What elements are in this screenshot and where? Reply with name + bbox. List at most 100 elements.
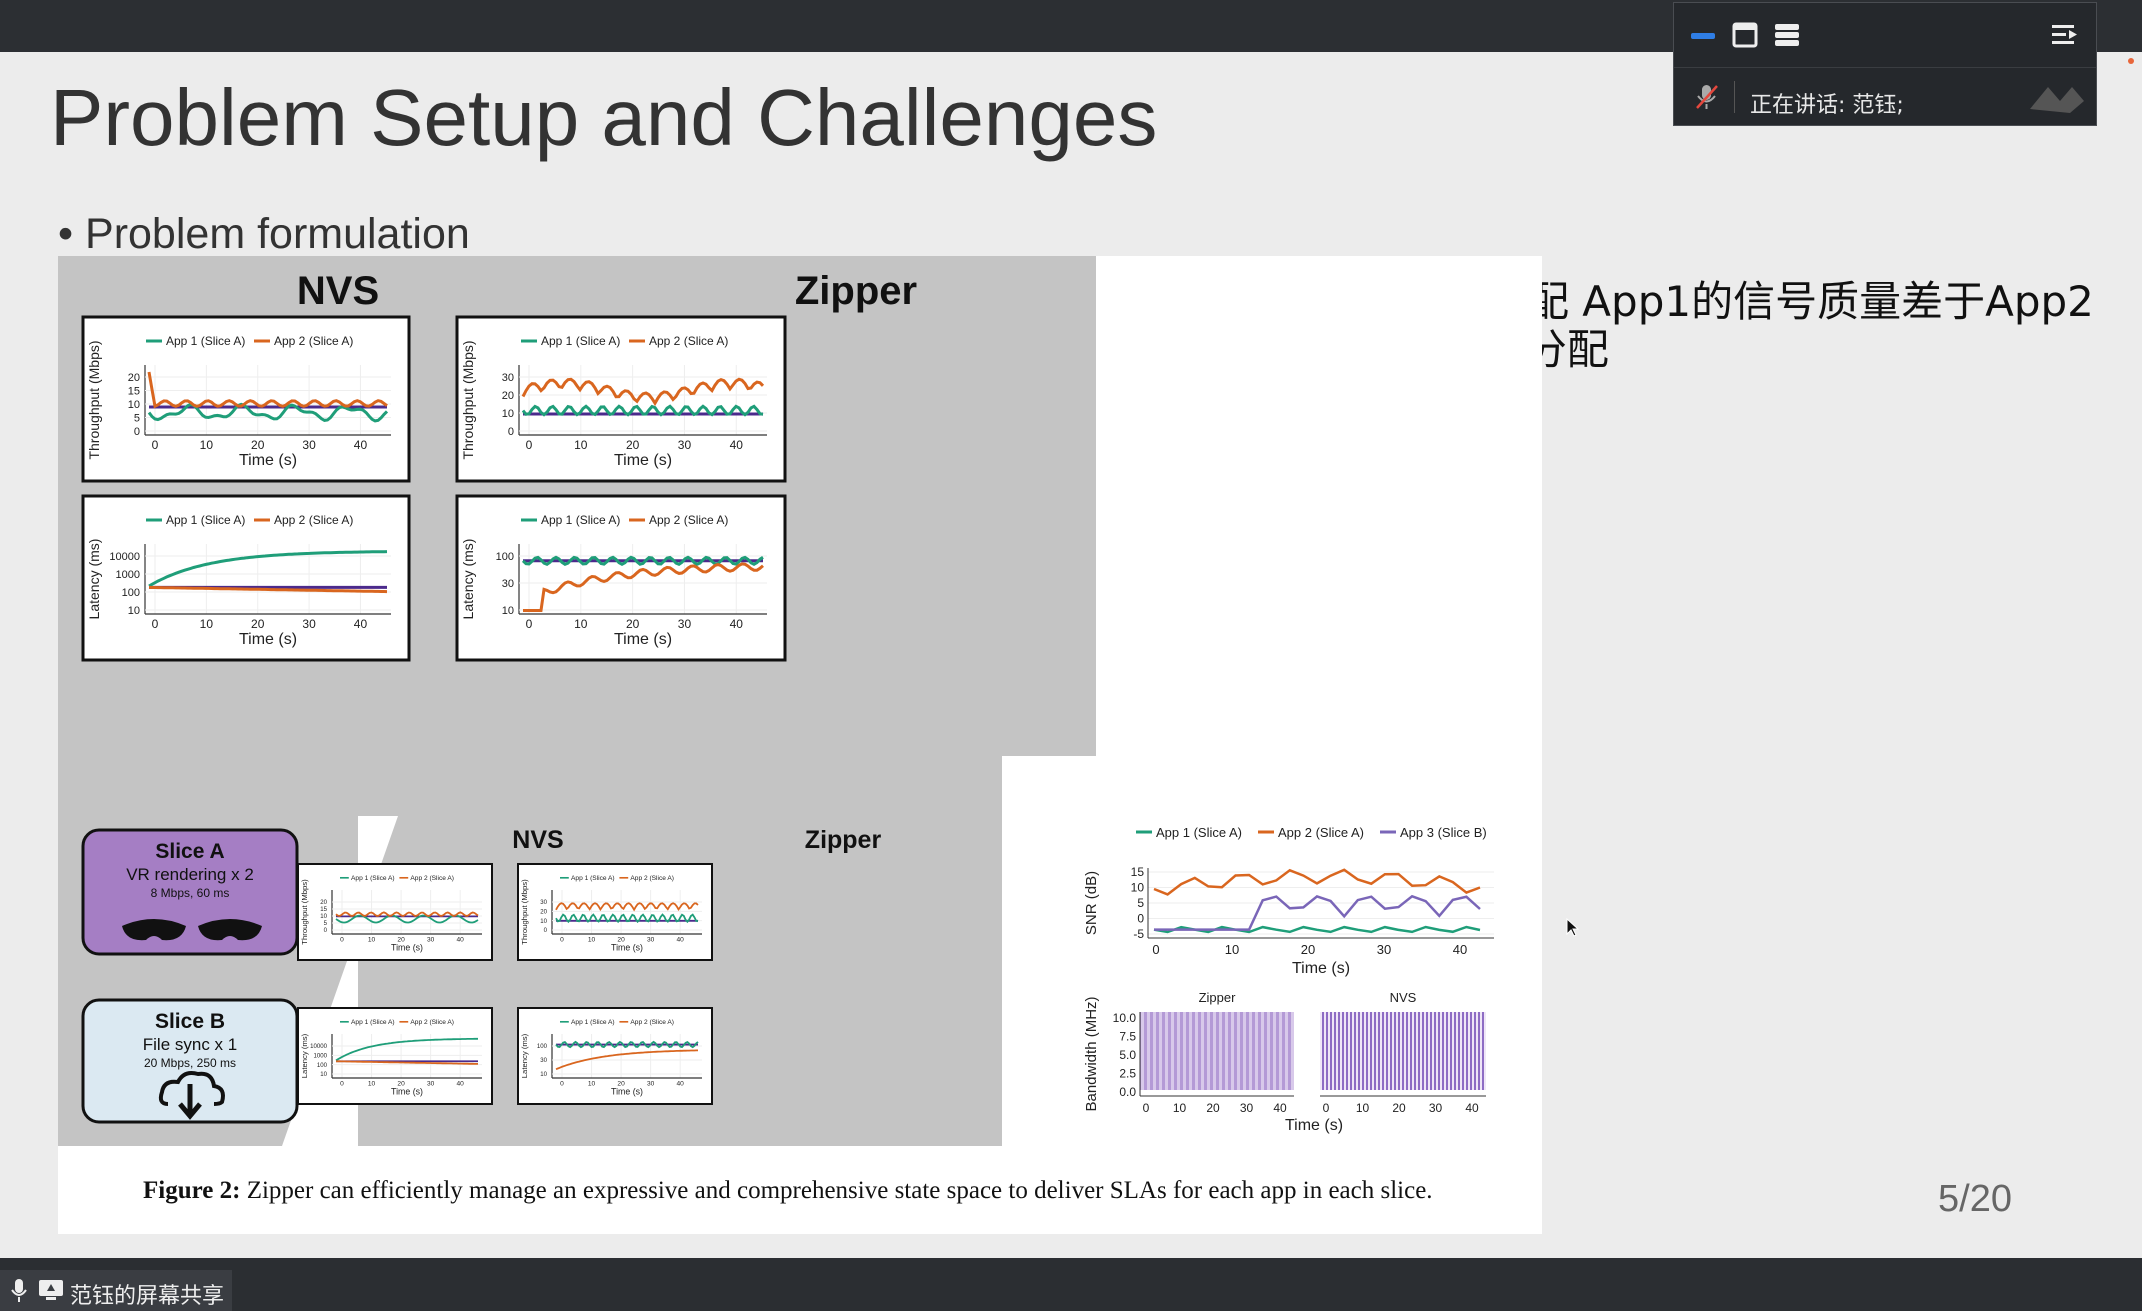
slice-b-title: Slice B — [155, 1010, 225, 1033]
x-tick-label: 30 — [678, 617, 692, 631]
legend-app2: App 2 (Slice A) — [410, 1019, 454, 1026]
bw-y-label: Bandwidth (MHz) — [1083, 996, 1100, 1111]
y-tick-label: 30 — [540, 900, 547, 906]
x-tick-label: 40 — [354, 438, 368, 452]
x-tick-label: 30 — [647, 937, 655, 944]
y-tick-label: 20 — [502, 390, 514, 402]
series-app1 — [521, 404, 764, 417]
y-tick-label: 15 — [128, 386, 140, 398]
slice-b-line1: File sync x 1 — [143, 1035, 237, 1054]
series-app1 — [555, 1040, 699, 1049]
speaker-row: 正在讲话: 范钰; — [1674, 67, 2096, 127]
bw-nvs-x-tick: 10 — [1356, 1101, 1370, 1115]
y-tick-label: 10000 — [310, 1044, 327, 1050]
layout-list-icon[interactable] — [1772, 21, 1802, 49]
legend-app2: App 2 (Slice A) — [274, 334, 353, 348]
legend-app1: App 1 (Slice A) — [571, 875, 615, 882]
y-axis-label: Throughput (Mbps) — [300, 879, 309, 945]
snr-app1 — [1153, 925, 1481, 934]
legend: App 1 (Slice A)App 2 (Slice A) — [340, 875, 454, 882]
snr-x-label: Time (s) — [1292, 960, 1350, 977]
x-tick-label: 40 — [457, 937, 465, 944]
y-tick-label: 0 — [508, 426, 514, 438]
y-axis-label: Throughput (Mbps) — [520, 879, 529, 945]
legend-app1: App 1 (Slice A) — [351, 1019, 395, 1026]
x-axis-label: Time (s) — [614, 452, 672, 469]
x-tick-label: 20 — [617, 937, 625, 944]
big-nvs-title: NVS — [297, 269, 379, 313]
series-app2 — [336, 1060, 478, 1065]
x-tick-label: 10 — [574, 617, 588, 631]
y-tick-label: 0 — [134, 426, 140, 438]
x-tick-label: 20 — [397, 937, 405, 944]
x-tick-label: 30 — [302, 617, 316, 631]
series-app2 — [148, 585, 388, 594]
x-tick-label: 0 — [560, 937, 564, 944]
muted-mic-icon[interactable] — [1694, 83, 1720, 116]
bw-zipper-strip — [1140, 1012, 1294, 1090]
legend-app2: App 2 (Slice A) — [410, 875, 454, 882]
y-tick-label: 20 — [540, 910, 547, 916]
panel-frame — [517, 1007, 713, 1105]
y-tick-label: 100 — [496, 551, 514, 563]
y-tick-label: 20 — [128, 372, 140, 384]
panel-frame — [81, 494, 411, 662]
expand-menu-icon[interactable] — [2050, 21, 2080, 49]
series-app1 — [148, 550, 388, 588]
y-tick-label: 100 — [317, 1063, 328, 1069]
bw-zipper-title: Zipper — [1199, 990, 1237, 1005]
x-tick-label: 0 — [152, 438, 159, 452]
legend-entry: App 3 (Slice B) — [1400, 825, 1487, 840]
y-tick-label: 0 — [324, 928, 328, 934]
series-app2 — [335, 911, 479, 917]
mic-icon[interactable] — [10, 1278, 28, 1310]
screen-share-tab[interactable]: 范钰的屏幕共享 — [0, 1270, 232, 1311]
snr-x-tick: 0 — [1152, 942, 1159, 957]
panel-frame — [517, 863, 713, 961]
x-tick-label: 30 — [678, 438, 692, 452]
caption-bold: Figure 2: — [143, 1177, 240, 1204]
series-app2 — [555, 1049, 698, 1071]
bw-y-tick: 2.5 — [1119, 1067, 1136, 1081]
figure-2: NVS Zipper App 1 (Slice A)App 2 (Slice A… — [58, 256, 1542, 1234]
y-tick-label: 10 — [540, 919, 547, 925]
bw-y-tick: 5.0 — [1119, 1048, 1136, 1062]
y-tick-label: 15 — [320, 907, 327, 913]
minimize-icon[interactable] — [1688, 21, 1718, 49]
cloud-download-icon — [158, 1071, 225, 1120]
bw-zipper-x-tick: 20 — [1206, 1101, 1220, 1115]
bw-zipper-x-tick: 10 — [1173, 1101, 1187, 1115]
snr-y-tick: 10 — [1131, 881, 1145, 895]
bw-nvs-title: NVS — [1390, 990, 1417, 1005]
y-axis-label: Latency (ms) — [86, 539, 102, 620]
right-panel-layer: App 1 (Slice A)App 2 (Slice A)App 3 (Sli… — [1083, 825, 1494, 1134]
bottom-bar: 范钰的屏幕共享 — [0, 1258, 2142, 1311]
x-tick-label: 10 — [588, 1081, 596, 1088]
x-axis-label: Time (s) — [391, 943, 423, 953]
series-app2 — [521, 377, 765, 407]
window-mode-icon[interactable] — [1730, 21, 1760, 49]
y-tick-label: 10 — [540, 1072, 547, 1078]
bw-nvs-x-tick: 30 — [1429, 1101, 1443, 1115]
x-tick-label: 0 — [340, 937, 344, 944]
series-app2 — [555, 902, 699, 912]
x-tick-label: 40 — [457, 1081, 465, 1088]
series-app2 — [523, 562, 764, 612]
y-tick-label: 10 — [128, 605, 140, 617]
bw-zipper-x-tick: 0 — [1143, 1101, 1150, 1115]
x-tick-label: 20 — [251, 438, 265, 452]
x-tick-label: 40 — [730, 438, 744, 452]
snr-y-label: SNR (dB) — [1083, 871, 1100, 935]
legend: App 1 (Slice A)App 2 (Slice A) — [521, 513, 728, 527]
x-tick-label: 40 — [354, 617, 368, 631]
x-axis-label: Time (s) — [239, 631, 297, 648]
x-axis-label: Time (s) — [611, 943, 643, 953]
y-tick-label: 1000 — [314, 1054, 328, 1060]
y-axis-label: Latency (ms) — [520, 1033, 529, 1078]
